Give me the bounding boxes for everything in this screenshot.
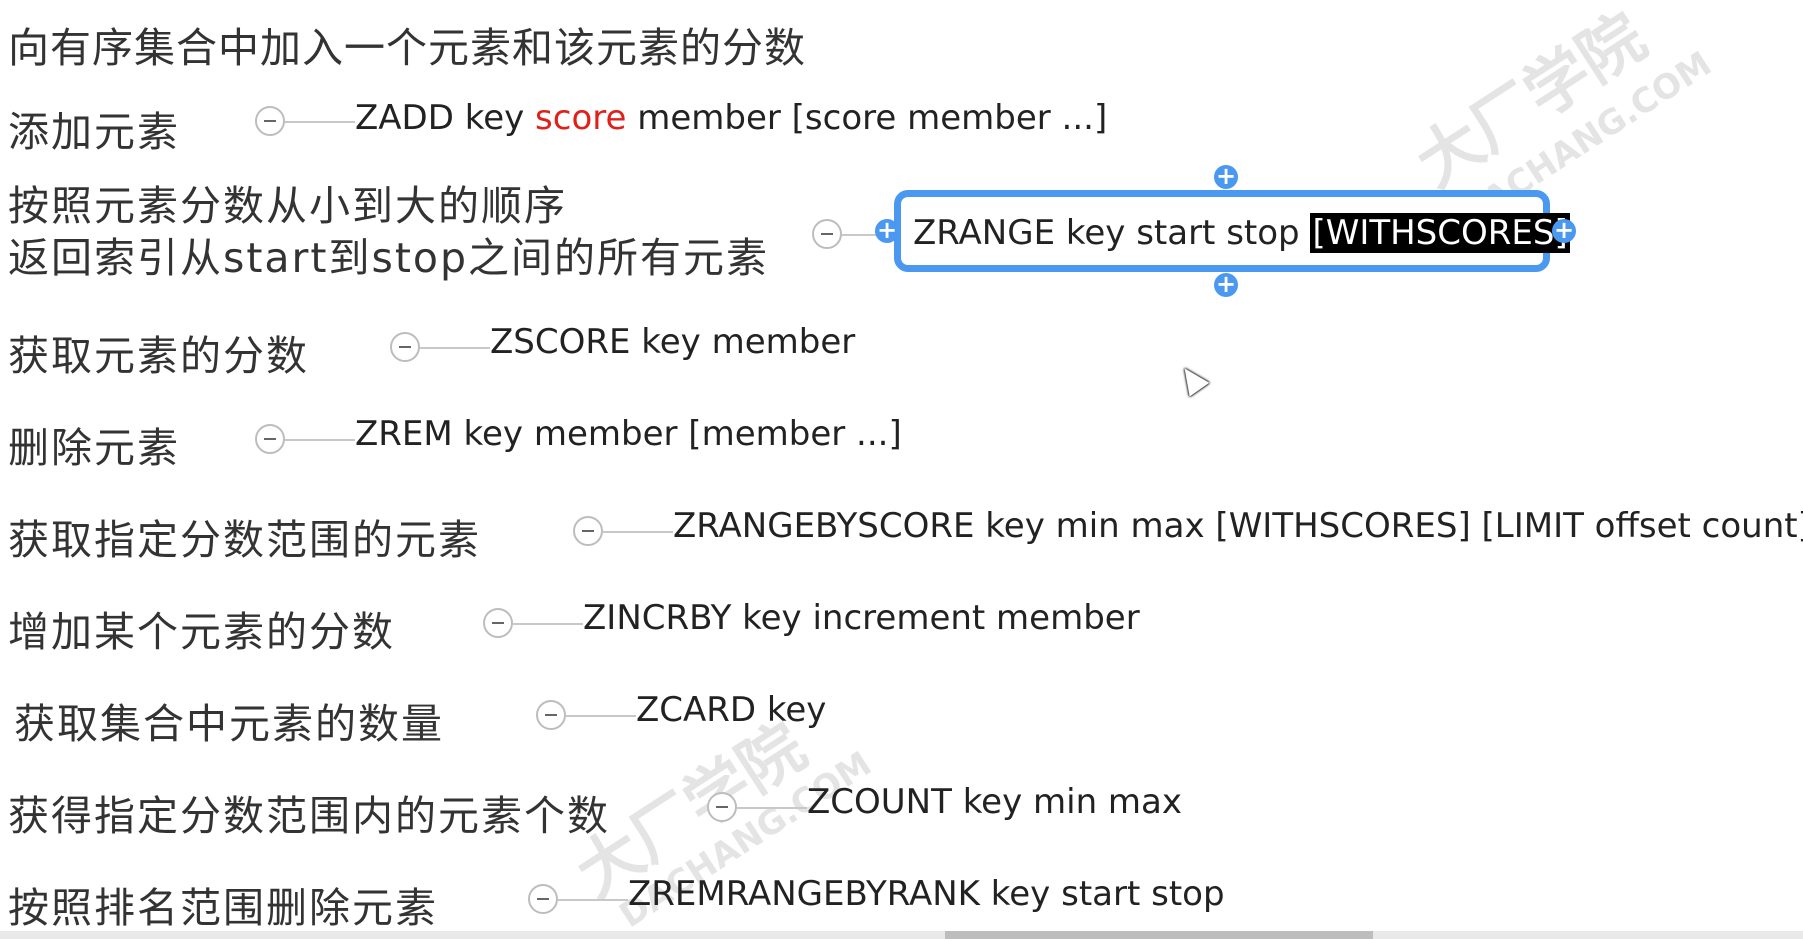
command-node[interactable]: ZCARD key	[636, 690, 827, 730]
cmd-part: ZADD key	[355, 98, 536, 138]
connector-line	[513, 623, 583, 625]
row-label: 获取元素的分数	[8, 332, 309, 380]
selected-command-node[interactable]: ZRANGE key start stop [WITHSCORES]	[894, 190, 1570, 272]
mindmap-row: 增加某个元素的分数 ZINCRBY key increment member	[0, 598, 1803, 672]
row-label: 按照元素分数从小到大的顺序 返回索引从start到stop之间的所有元素	[8, 180, 769, 284]
row-label: 获取指定分数范围的元素	[8, 516, 481, 564]
selected-text: [WITHSCORES]	[1310, 213, 1570, 253]
label-line: 按照元素分数从小到大的顺序	[8, 182, 567, 230]
plus-icon[interactable]: +	[1552, 216, 1576, 244]
row-label: 获得指定分数范围内的元素个数	[8, 792, 610, 840]
minus-circle-icon[interactable]	[255, 106, 285, 136]
connector-line	[285, 439, 355, 441]
cmd-part: member [score member ...]	[626, 98, 1108, 138]
command-node[interactable]: ZREMRANGEBYRANK key start stop	[628, 874, 1225, 914]
row-label: 增加某个元素的分数	[8, 608, 395, 656]
minus-circle-icon[interactable]	[528, 884, 558, 914]
cmd-part: ZRANGE key start stop	[913, 213, 1311, 253]
command-node[interactable]: ZREM key member [member ...]	[355, 414, 902, 454]
label-line: 返回索引从start到stop之间的所有元素	[8, 234, 770, 282]
minus-circle-icon[interactable]	[707, 792, 737, 822]
mindmap-row: 获取指定分数范围的元素 ZRANGEBYSCORE key min max [W…	[0, 506, 1803, 580]
scrollbar-thumb[interactable]	[945, 931, 1373, 939]
connector-line	[566, 715, 636, 717]
minus-circle-icon[interactable]	[812, 219, 842, 249]
connector-line	[603, 531, 673, 533]
command-node[interactable]: ZCOUNT key min max	[807, 782, 1183, 822]
mindmap-row: 按照元素分数从小到大的顺序 返回索引从start到stop之间的所有元素	[0, 180, 1803, 282]
plus-icon[interactable]: +	[1214, 162, 1238, 190]
horizontal-scrollbar[interactable]	[0, 931, 1803, 939]
mindmap-row: 获取元素的分数 ZSCORE key member	[0, 322, 1803, 396]
minus-circle-icon[interactable]	[255, 424, 285, 454]
connector-line	[420, 347, 490, 349]
command-text[interactable]: ZRANGE key start stop [WITHSCORES]	[913, 213, 1570, 253]
command-node[interactable]: ZSCORE key member	[490, 322, 856, 362]
row-label: 按照排名范围删除元素	[8, 884, 438, 932]
minus-circle-icon[interactable]	[536, 700, 566, 730]
connector-line	[558, 899, 628, 901]
mindmap-row: 获得指定分数范围内的元素个数 ZCOUNT key min max	[0, 782, 1803, 856]
cmd-highlight: score	[535, 98, 627, 138]
plus-icon[interactable]: +	[1214, 270, 1238, 298]
mindmap-row: 删除元素 ZREM key member [member ...]	[0, 414, 1803, 488]
row-label: 获取集合中元素的数量	[14, 700, 444, 748]
page-title: 向有序集合中加入一个元素和该元素的分数	[8, 24, 806, 72]
connector-line	[737, 807, 807, 809]
connector-line	[285, 121, 355, 123]
plus-icon[interactable]: +	[875, 216, 899, 244]
command-node[interactable]: ZADD key score member [score member ...]	[355, 98, 1107, 138]
minus-circle-icon[interactable]	[573, 516, 603, 546]
minus-circle-icon[interactable]	[483, 608, 513, 638]
minus-circle-icon[interactable]	[390, 332, 420, 362]
row-label: 删除元素	[8, 424, 180, 472]
mindmap-row: 获取集合中元素的数量 ZCARD key	[0, 690, 1803, 764]
mindmap-row: 添加元素 ZADD key score member [score member…	[0, 98, 1803, 172]
command-node[interactable]: ZRANGEBYSCORE key min max [WITHSCORES] […	[673, 506, 1803, 546]
command-node[interactable]: ZINCRBY key increment member	[583, 598, 1140, 638]
connector-line	[842, 234, 882, 236]
mindmap-row: 按照排名范围删除元素 ZREMRANGEBYRANK key start sto…	[0, 874, 1803, 939]
row-label: 添加元素	[8, 108, 180, 156]
